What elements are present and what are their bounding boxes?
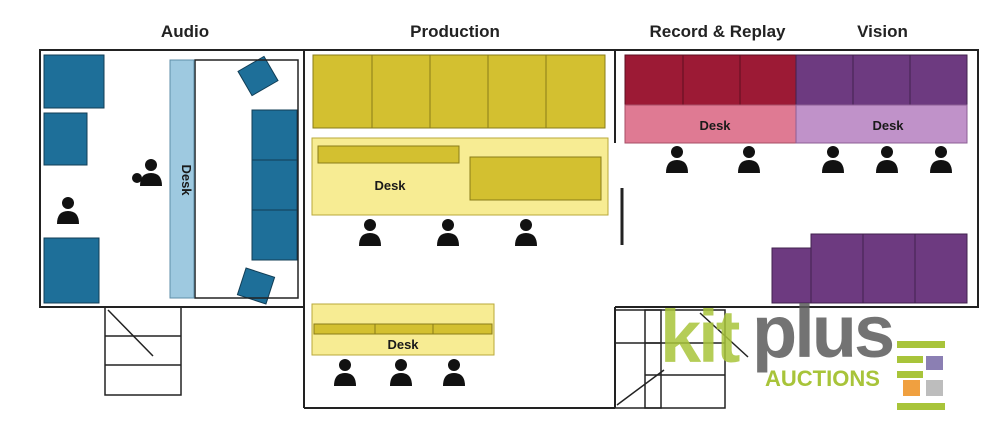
logo-kit: kit xyxy=(660,295,740,378)
vision-area: Desk xyxy=(771,54,968,304)
production-main-desk-label: Desk xyxy=(374,178,406,193)
person-icon xyxy=(359,219,381,246)
record-replay-area: Desk xyxy=(624,54,797,144)
audio-room: Desk xyxy=(43,54,299,305)
production-heading: Production xyxy=(410,22,500,41)
main-room-wall xyxy=(615,49,979,308)
production-desk-panel xyxy=(469,156,602,201)
person-icon xyxy=(437,219,459,246)
person-icon xyxy=(443,359,465,386)
audio-equipment xyxy=(43,54,105,109)
staircase-icon xyxy=(614,309,749,409)
audio-inner-room xyxy=(194,59,299,299)
vision-rack xyxy=(914,233,968,304)
replay-desk-label: Desk xyxy=(699,118,731,133)
audio-desk xyxy=(169,59,195,299)
production-lower-desk-label: Desk xyxy=(387,337,419,352)
production-monitor-wall xyxy=(312,54,606,129)
logo-plus: plus xyxy=(752,290,893,373)
vision-rack xyxy=(771,247,813,304)
person-icon xyxy=(390,359,412,386)
replay-desk xyxy=(624,104,797,144)
logo-mark xyxy=(897,341,945,410)
person-icon xyxy=(334,359,356,386)
person-icon xyxy=(930,146,952,173)
audio-equipment xyxy=(43,112,88,166)
person-icon xyxy=(57,197,79,224)
audio-rack xyxy=(251,159,298,211)
replay-monitor-wall xyxy=(624,54,797,106)
vision-monitor-wall xyxy=(795,54,968,106)
vision-desk-label: Desk xyxy=(872,118,904,133)
production-desk-panel xyxy=(317,145,460,164)
person-icon xyxy=(515,219,537,246)
person-icon xyxy=(822,146,844,173)
vision-desk xyxy=(795,104,968,144)
record-replay-heading: Record & Replay xyxy=(649,22,786,41)
vision-rack xyxy=(810,233,864,304)
audio-rack xyxy=(251,109,298,161)
vision-heading: Vision xyxy=(857,22,908,41)
audio-rack xyxy=(251,209,298,261)
vision-rack xyxy=(862,233,916,304)
person-icon xyxy=(738,146,760,173)
kitplus-logo: kit plus AUCTIONS xyxy=(660,290,945,410)
audio-speaker xyxy=(237,55,279,97)
audio-equipment xyxy=(43,237,100,304)
audio-heading: Audio xyxy=(160,22,210,41)
person-icon xyxy=(876,146,898,173)
person-icon xyxy=(140,159,162,186)
people xyxy=(57,146,952,386)
audio-speaker xyxy=(236,267,276,305)
staircase-icon xyxy=(104,306,182,396)
audio-desk-label: Desk xyxy=(179,164,194,196)
person-icon xyxy=(666,146,688,173)
logo-auctions: AUCTIONS xyxy=(765,366,880,391)
production-room: Desk Desk xyxy=(311,54,609,356)
audio-mic-dot xyxy=(132,173,142,183)
production-lower-panel xyxy=(313,323,493,335)
